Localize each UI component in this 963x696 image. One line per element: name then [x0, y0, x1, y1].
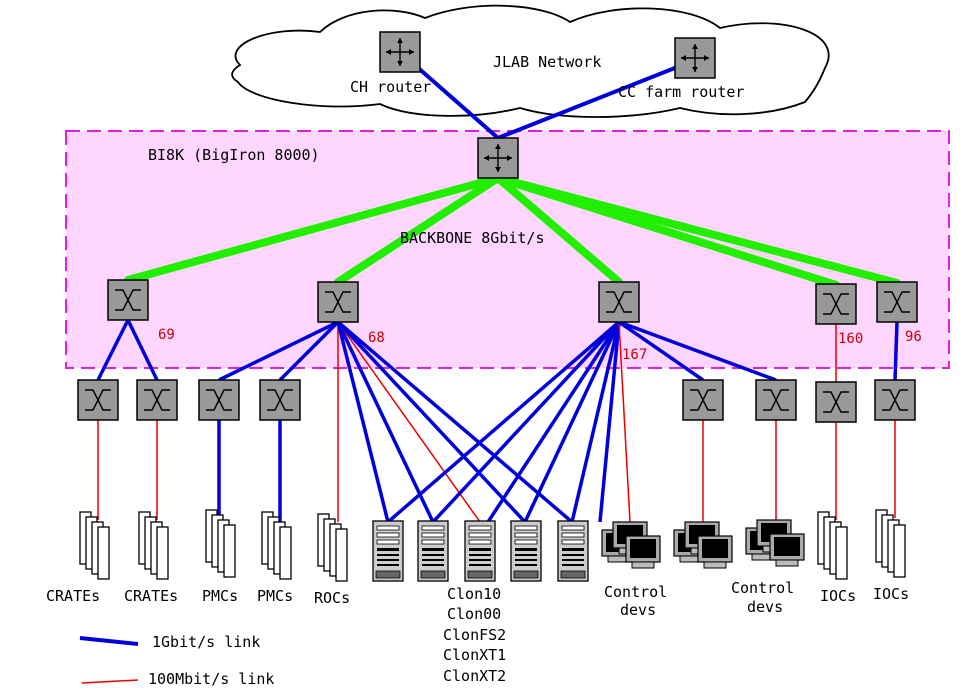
server-label: ClonXT2 [443, 667, 506, 685]
legend-gigabit-swatch [79, 636, 139, 646]
port-number: 96 [905, 329, 922, 345]
port-number: 167 [622, 347, 647, 363]
switch-68-icon [317, 281, 359, 323]
server-icon [372, 520, 404, 582]
port-number: 69 [158, 327, 175, 343]
ch-router-icon [379, 31, 421, 73]
access-switch-pmcs-b-icon [259, 379, 301, 421]
control-devs-a-icon [601, 521, 661, 569]
port-number: 68 [368, 330, 385, 346]
legend-fast-label: 100Mbit/s link [148, 670, 274, 688]
crates-b-label: CRATEs [124, 587, 178, 605]
legend-fast-swatch [81, 679, 139, 684]
iocs-a-label: IOCs [820, 587, 856, 605]
zone-label: BI8K (BigIron 8000) [148, 146, 320, 164]
rocs-icon [317, 513, 348, 582]
pmcs-a-label: PMCs [202, 587, 238, 605]
access-switch-control-b-icon [755, 379, 797, 421]
bigiron-core-icon [477, 137, 519, 179]
access-switch-iocs-a-icon [815, 381, 857, 423]
control-devs-a-label: devs [620, 601, 656, 619]
backbone-label: BACKBONE 8Gbit/s [400, 229, 545, 247]
cc-farm-router-icon [674, 37, 716, 79]
crates-a-icon [79, 511, 110, 580]
control-devs-b-label: Control [731, 579, 794, 597]
access-switch-pmcs-a-icon [198, 379, 240, 421]
switch-68-links [218, 320, 574, 524]
switch-69-links [96, 319, 159, 381]
backbone-links [124, 174, 901, 289]
access-links [97, 420, 896, 525]
control-devs-b-icon [673, 521, 733, 569]
iocs-a-icon [817, 511, 848, 580]
cloud-label: JLAB Network [493, 53, 601, 71]
port-number: 160 [838, 331, 863, 347]
crates-a-label: CRATEs [46, 587, 100, 605]
pmcs-b-icon [261, 511, 292, 580]
switch-96-link [893, 321, 899, 381]
switch-96-icon [876, 281, 918, 323]
access-switch-crates-b-icon [136, 379, 178, 421]
server-icon [557, 520, 589, 582]
access-switch-control-a-icon [682, 379, 724, 421]
server-label: Clon10 [447, 585, 501, 603]
switch-69-icon [107, 279, 149, 321]
iocs-b-icon [875, 509, 906, 578]
legend-gigabit-label: 1Gbit/s link [152, 633, 260, 651]
control-devs-b-label: devs [747, 598, 783, 616]
ch-router-label: CH router [350, 78, 431, 96]
switch-167-links [386, 320, 777, 524]
link-cc-router [497, 58, 696, 140]
control-devs-c-icon [745, 519, 805, 567]
server-label: Clon00 [447, 605, 501, 623]
rocs-label: ROCs [314, 589, 350, 607]
pmcs-a-icon [205, 509, 236, 578]
control-devs-a-label: Control [604, 583, 667, 601]
server-icon [510, 520, 542, 582]
crates-b-icon [138, 511, 169, 580]
server-label: ClonXT1 [443, 646, 506, 664]
iocs-b-label: IOCs [873, 585, 909, 603]
access-switch-iocs-b-icon [874, 379, 916, 421]
pmcs-b-label: PMCs [257, 587, 293, 605]
server-label: ClonFS2 [443, 626, 506, 644]
cc-router-label: CC farm router [618, 83, 744, 101]
access-switch-crates-a-icon [77, 379, 119, 421]
switch-167-icon [598, 281, 640, 323]
switch-160-icon [815, 283, 857, 325]
server-icon [417, 520, 449, 582]
server-icon [464, 520, 496, 582]
